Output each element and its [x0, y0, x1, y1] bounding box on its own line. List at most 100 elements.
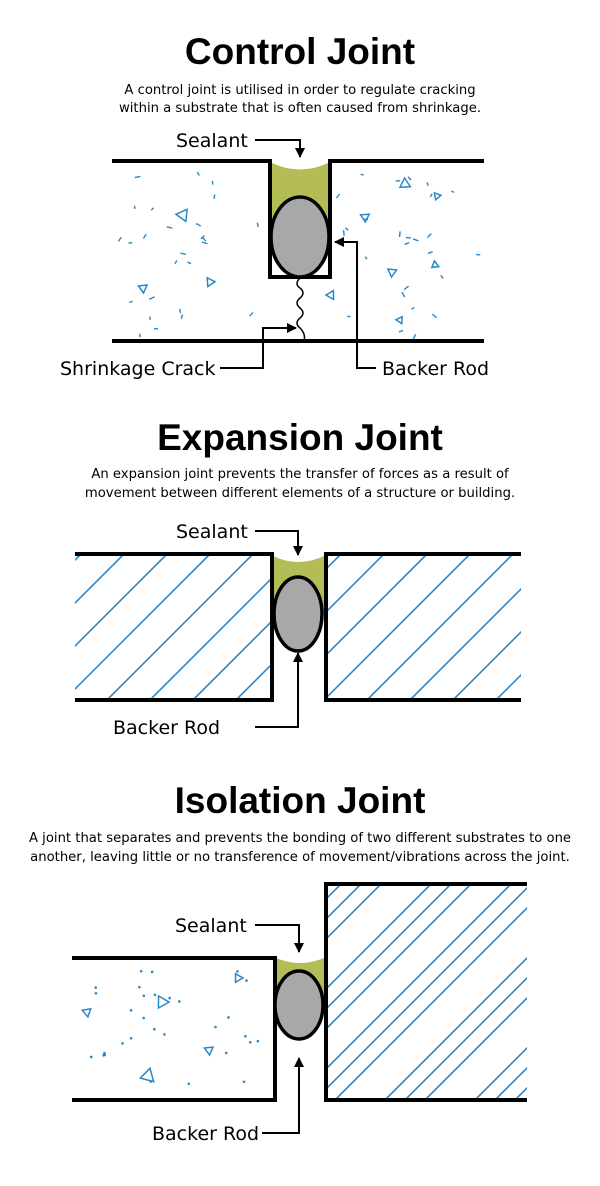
- hatch-line: [75, 554, 211, 691]
- concrete-aggregate: [117, 171, 481, 340]
- hatching-right: [325, 554, 600, 700]
- hatch-line: [192, 619, 272, 700]
- aggregate-triangle: [174, 208, 188, 223]
- aggregate-dash: [200, 234, 205, 240]
- control-rod-label: Backer Rod: [382, 358, 489, 380]
- aggregate-dot: [150, 970, 154, 974]
- hatch-line: [539, 554, 600, 700]
- isolation-rod-label: Backer Rod: [152, 1123, 259, 1145]
- aggregate-dash: [404, 241, 410, 246]
- hatch-line: [325, 884, 452, 1012]
- aggregate-triangle: [324, 289, 335, 301]
- expansion-joint-section: Expansion Joint An expansion joint preve…: [75, 417, 600, 739]
- aggregate-dot: [163, 1033, 166, 1036]
- aggregate-dash: [398, 329, 404, 333]
- aggregate-dot: [129, 1009, 133, 1012]
- aggregate-triangle: [359, 213, 371, 224]
- hatch-line: [325, 884, 432, 992]
- hatch-line: [325, 884, 382, 942]
- aggregate-dash: [201, 241, 208, 245]
- aggregate-dash: [411, 306, 415, 310]
- hatch-line: [384, 956, 527, 1100]
- aggregate-dash: [195, 222, 202, 227]
- aggregate-dot: [168, 996, 171, 1000]
- hatch-line: [325, 554, 471, 700]
- backer-rod: [269, 195, 331, 279]
- hatch-line: [409, 587, 521, 700]
- aggregate-dot: [103, 1051, 106, 1055]
- left-slab: [72, 956, 277, 1102]
- hatch-line: [75, 554, 125, 605]
- aggregate-dot: [89, 1055, 93, 1059]
- aggregate-dot: [178, 1000, 181, 1003]
- aggregate-dash: [412, 238, 419, 242]
- aggregate-dash: [128, 241, 133, 244]
- aggregate-dot: [138, 985, 141, 989]
- aggregate-dash: [427, 251, 433, 254]
- aggregate-dot: [242, 1080, 246, 1084]
- hatch-line: [494, 1066, 527, 1100]
- hatch-line: [325, 886, 527, 1092]
- aggregate-dash: [180, 314, 184, 319]
- expansion-desc-2: movement between different elements of a…: [85, 486, 515, 501]
- control-desc-2: within a substrate that is often caused …: [119, 101, 481, 116]
- aggregate-dash: [142, 233, 147, 239]
- aggregate-dot: [129, 1036, 133, 1040]
- aggregate-dash: [403, 285, 410, 291]
- aggregate-triangle: [157, 994, 171, 1010]
- aggregate-dot: [153, 1027, 156, 1031]
- sealant-arrow: [255, 139, 305, 158]
- hatch-line: [366, 554, 514, 700]
- aggregate-dash: [412, 334, 417, 340]
- aggregate-triangle: [80, 1007, 92, 1019]
- aggregate-dash: [344, 227, 349, 231]
- crack-label: Shrinkage Crack: [60, 358, 216, 380]
- aggregate-triangle: [138, 1066, 155, 1083]
- right-block: [324, 882, 527, 1102]
- aggregate-dot: [245, 979, 248, 982]
- aggregate-dash: [429, 193, 433, 198]
- aggregate-triangle: [203, 1046, 215, 1057]
- expansion-title: Expansion Joint: [157, 417, 443, 458]
- aggregate-triangle: [394, 315, 404, 325]
- aggregate-dot: [142, 1016, 145, 1020]
- aggregate-dot: [139, 970, 143, 973]
- aggregate-dot: [94, 986, 98, 989]
- aggregate-dash: [347, 315, 351, 318]
- hatch-line: [404, 976, 527, 1100]
- crack-arrow: [220, 323, 297, 369]
- aggregate-dash: [128, 300, 133, 304]
- expansion-sealant-label: Sealant: [176, 521, 248, 543]
- rod-arrow: [255, 652, 303, 728]
- aggregate-dash: [426, 233, 432, 239]
- hatch-line: [452, 630, 521, 700]
- aggregate-dot: [153, 993, 157, 997]
- aggregate-dash: [166, 226, 173, 229]
- aggregate-triangle: [137, 284, 149, 295]
- aggregate-dash: [133, 205, 136, 209]
- aggregate-dash: [179, 308, 182, 314]
- aggregate-dot: [227, 1016, 230, 1019]
- isolation-joint-section: Isolation Joint A joint that separates a…: [29, 780, 571, 1145]
- left-slab: [75, 552, 274, 702]
- control-joint-section: Control Joint A control joint is utilise…: [60, 31, 489, 380]
- aggregate-dash: [134, 175, 141, 179]
- aggregate-triangle: [433, 191, 443, 202]
- aggregate-dot: [236, 970, 239, 973]
- control-sealant-label: Sealant: [176, 130, 248, 152]
- aggregate-dash: [187, 261, 192, 265]
- hatch-line: [75, 554, 82, 562]
- aggregate-dot: [94, 991, 98, 995]
- sealant-arrow: [255, 530, 303, 556]
- aggregate-dash: [138, 333, 141, 338]
- hatch-line: [325, 884, 472, 1032]
- aggregate-dash: [360, 173, 364, 176]
- aggregate-dash: [174, 260, 178, 265]
- aggregate-dash: [213, 194, 216, 200]
- aggregate-dash: [342, 229, 345, 237]
- aggregate-dash: [401, 291, 406, 298]
- hatch-line: [325, 554, 428, 658]
- aggregate-dash: [431, 313, 437, 319]
- sealant-arrow: [255, 924, 304, 953]
- hatch-line: [514, 1086, 527, 1100]
